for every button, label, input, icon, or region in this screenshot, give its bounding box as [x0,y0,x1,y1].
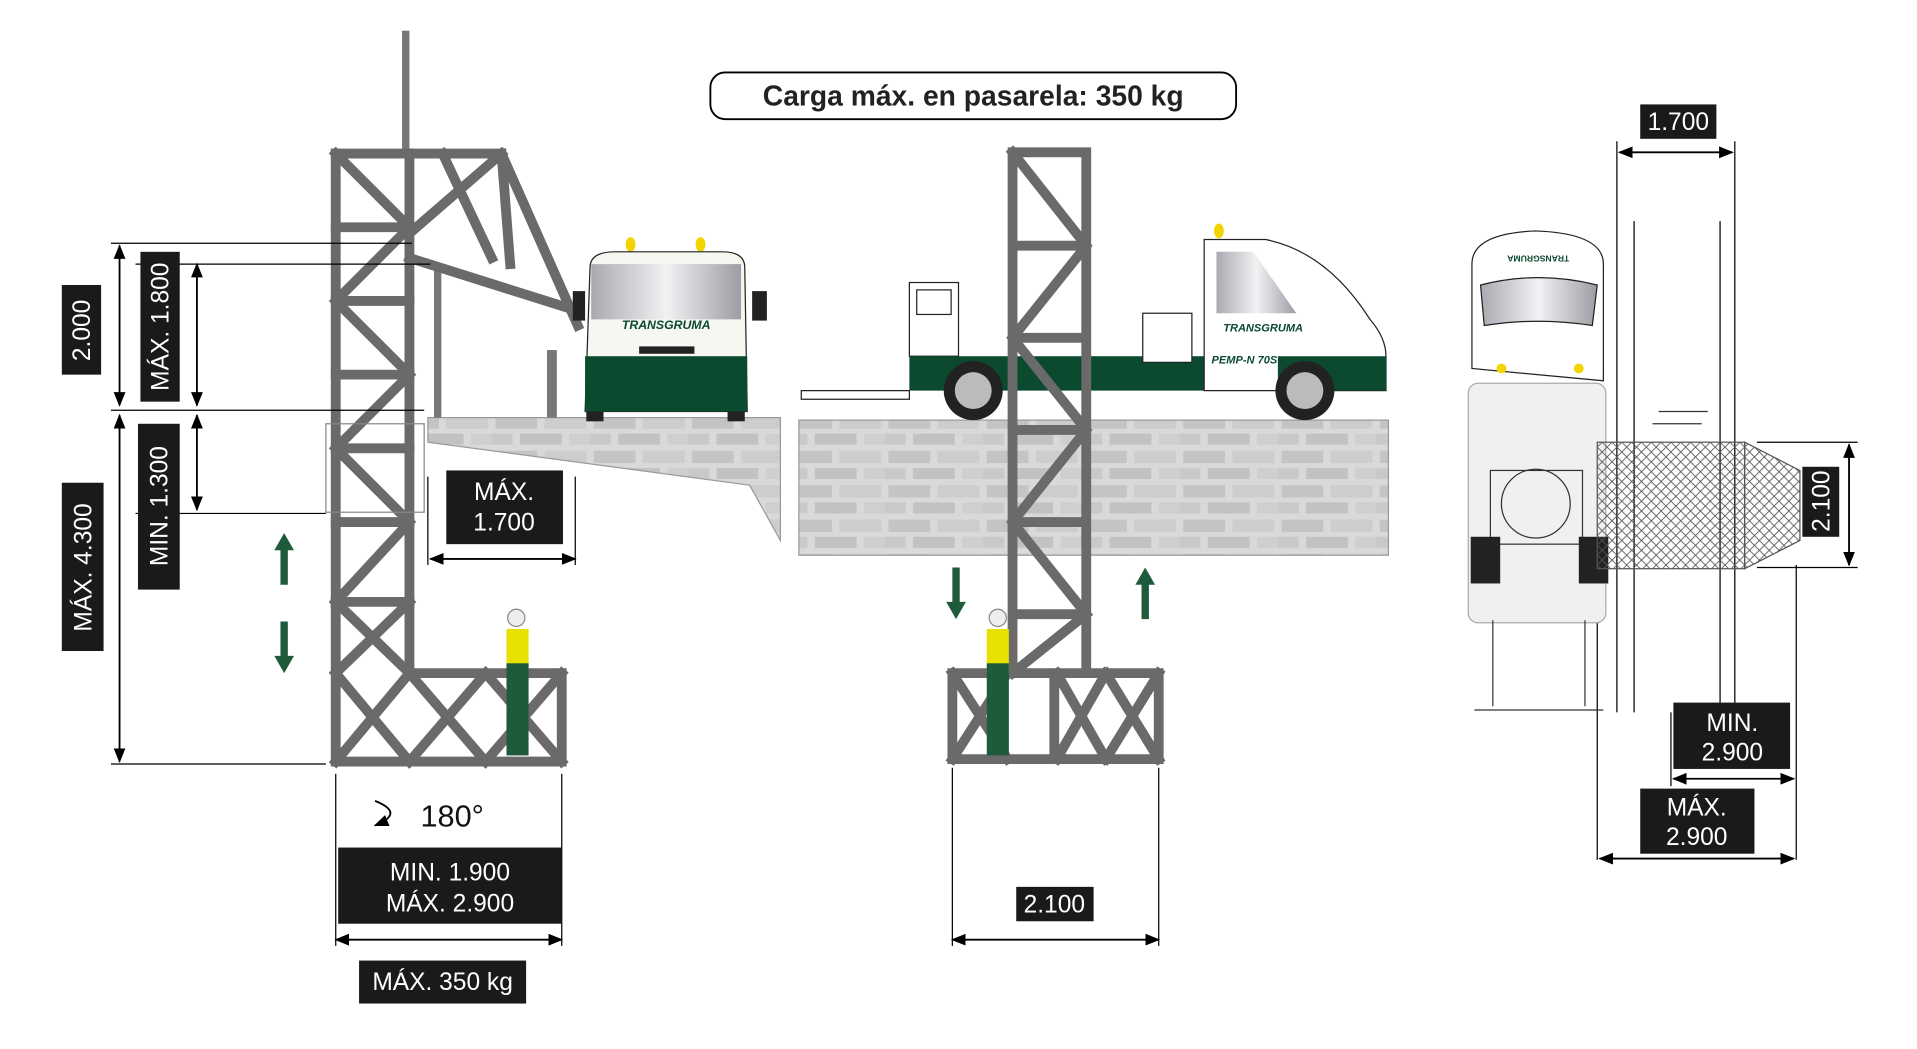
label-max-load: MÁX. 350 kg [359,960,527,1004]
svg-text:1.700: 1.700 [473,510,534,537]
label-max-1700: MÁX. 1.700 [446,470,563,545]
label-1700-top: 1.700 [1640,104,1717,139]
left-tower-truss [328,146,585,769]
label-max-1800: MÁX. 1.800 [140,251,180,402]
left-dimension-lines [110,242,577,946]
mast-post [434,264,442,418]
railing-post [547,350,557,418]
svg-text:MÁX.: MÁX. [1667,795,1727,822]
label-min-2900: MIN.2.900 [1673,702,1791,769]
label-max-4300: MÁX. 4.300 [61,482,104,652]
svg-text:MÁX.: MÁX. [474,479,534,506]
bridge-deck [427,417,782,543]
model-plate: PEMP-N 70S [1212,355,1278,367]
svg-text:MÁX. 2.900: MÁX. 2.900 [386,890,514,917]
top-view: 1.700 TRANSGRUMA 2.100 MIN.2.900 MÁX.2.9… [1467,104,1858,865]
title: Carga máx. en pasarela: 350 kg [763,80,1184,112]
arrow-down-icon [946,567,966,620]
svg-text:MIN.: MIN. [1706,710,1758,737]
arrow-down-icon [274,621,294,674]
brand-logo-top: TRANSGRUMA [1507,253,1569,263]
svg-text:2.000: 2.000 [69,300,96,361]
label-2100-middle: 2.100 [1016,886,1094,922]
label-min-1300: MIN. 1.300 [137,423,180,590]
svg-text:MIN. 1.900: MIN. 1.900 [390,860,510,887]
arrow-up-icon [1135,567,1156,620]
truck-top-view: TRANSGRUMA [1467,230,1609,711]
platform-cage-top [1596,410,1801,570]
label-max-2900: MÁX.2.900 [1640,788,1755,854]
brand-logo-side: TRANSGRUMA [1223,323,1303,335]
svg-text:MÁX. 1.800: MÁX. 1.800 [148,263,175,391]
svg-text:2.100: 2.100 [1024,892,1085,919]
label-2100-top: 2.100 [1802,466,1840,537]
worker-middle [986,608,1009,756]
worker-left [506,608,529,756]
left-side-view: TRANSGRUMA 2.000 MÁX. 1.800 MIN. 1.300 M… [61,30,782,1004]
rotate-icon [373,800,392,827]
mast [402,30,410,154]
arrow-up-icon [274,533,294,585]
truck-front-view: TRANSGRUMA [572,237,767,422]
rotation-text: 180° [420,799,483,834]
svg-text:MÁX. 350 kg: MÁX. 350 kg [372,969,513,996]
bridge-wall [798,419,1390,556]
max-load-banner: Carga máx. en pasarela: 350 kg [709,71,1238,121]
truck-side-view: TRANSGRUMA PEMP-N 70S [800,223,1387,421]
svg-text:1.700: 1.700 [1648,109,1709,136]
svg-text:2.900: 2.900 [1702,739,1763,766]
brand-logo-front: TRANSGRUMA [622,318,711,332]
middle-view: TRANSGRUMA PEMP-N 70S 2.100 [798,145,1390,946]
label-2000: 2.000 [61,284,102,375]
rotation-indicator: 180° [373,799,484,834]
svg-text:MÁX. 4.300: MÁX. 4.300 [70,503,97,631]
ladder-cage [325,423,425,513]
svg-text:2.100: 2.100 [1808,470,1835,531]
svg-text:2.900: 2.900 [1666,824,1727,851]
svg-text:MIN. 1.300: MIN. 1.300 [146,446,173,566]
middle-tower-truss [945,145,1166,766]
